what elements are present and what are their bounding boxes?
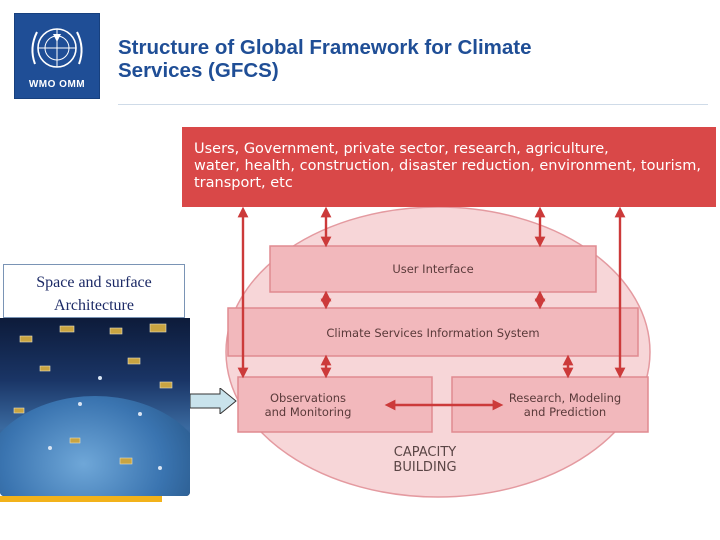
observations-line-2: and Monitoring <box>264 405 352 419</box>
un-emblem-icon <box>31 28 83 68</box>
capacity-line-1: CAPACITY <box>393 445 457 460</box>
space-surface-architecture-label: Space and surface Architecture <box>3 264 185 318</box>
space-architecture-image <box>0 318 190 496</box>
research-line-2: and Prediction <box>523 405 607 419</box>
wmo-logo: WMO OMM <box>14 13 100 99</box>
capacity-building-label: CAPACITY BUILDING <box>360 445 490 475</box>
observations-line-1: Observations <box>269 391 347 405</box>
page-title: Structure of Global Framework for Climat… <box>118 36 638 82</box>
research-label: Research, Modeling and Prediction <box>490 391 640 419</box>
space-label-line-2: Architecture <box>54 297 134 314</box>
logo-text: WMO OMM <box>28 79 86 90</box>
title-line-1: Structure of Global Framework for Climat… <box>118 36 532 59</box>
space-label-line-1: Space and surface <box>36 274 152 291</box>
csis-label: Climate Services Information System <box>326 326 540 340</box>
research-line-1: Research, Modeling <box>508 391 622 405</box>
block-arrow-icon <box>190 388 237 414</box>
users-line-1: Users, Government, private sector, resea… <box>194 141 609 157</box>
observations-label: Observations and Monitoring <box>238 391 378 419</box>
title-line-2: Services (GFCS) <box>118 59 279 82</box>
satellites-icon <box>13 323 173 470</box>
users-line-3: transport, etc <box>194 175 293 191</box>
earth-graphic <box>0 396 190 496</box>
csis-box <box>227 307 639 357</box>
user-interface-label: User Interface <box>392 262 474 276</box>
users-box: Users, Government, private sector, resea… <box>182 127 716 207</box>
gold-accent-bar <box>0 496 162 502</box>
users-line-2: water, health, construction, disaster re… <box>194 158 701 174</box>
user-interface-box <box>269 245 597 293</box>
capacity-line-2: BUILDING <box>393 460 457 475</box>
title-divider <box>118 104 708 105</box>
